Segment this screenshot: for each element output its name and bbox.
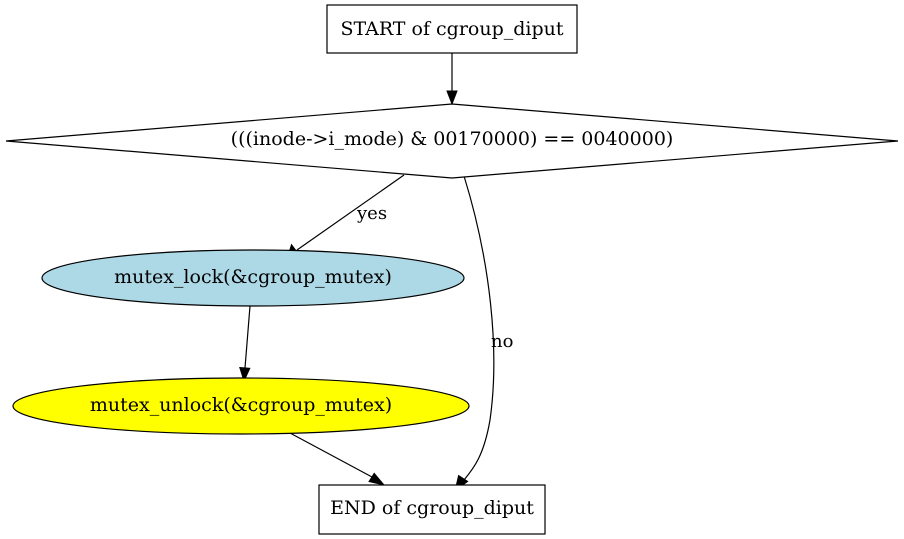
condition-node-label: (((inode->i_mode) & 00170000) == 0040000… bbox=[231, 128, 674, 150]
lock-node-shape bbox=[41, 249, 465, 307]
end-node-label: END of cgroup_diput bbox=[330, 497, 534, 519]
edge-condition-to-end: no bbox=[454, 175, 513, 493]
end-node: END of cgroup_diput bbox=[318, 484, 546, 535]
edge-lock-to-unlock bbox=[239, 305, 251, 383]
unlock-node: mutex_unlock(&cgroup_mutex) bbox=[12, 377, 470, 435]
lock-node: mutex_lock(&cgroup_mutex) bbox=[41, 249, 465, 307]
edge-start-to-condition bbox=[446, 53, 458, 106]
start-node-label: START of cgroup_diput bbox=[340, 18, 563, 40]
start-node: START of cgroup_diput bbox=[326, 4, 578, 54]
edge-condition-to-lock: yes bbox=[285, 174, 405, 262]
edge-label-no: no bbox=[491, 331, 513, 352]
edge-label-yes: yes bbox=[356, 203, 387, 224]
unlock-node-shape bbox=[12, 377, 470, 435]
edge-unlock-to-end bbox=[289, 432, 386, 486]
unlock-node-label: mutex_unlock(&cgroup_mutex) bbox=[90, 394, 392, 416]
condition-node: (((inode->i_mode) & 00170000) == 0040000… bbox=[5, 103, 899, 179]
lock-node-label: mutex_lock(&cgroup_mutex) bbox=[114, 266, 392, 288]
